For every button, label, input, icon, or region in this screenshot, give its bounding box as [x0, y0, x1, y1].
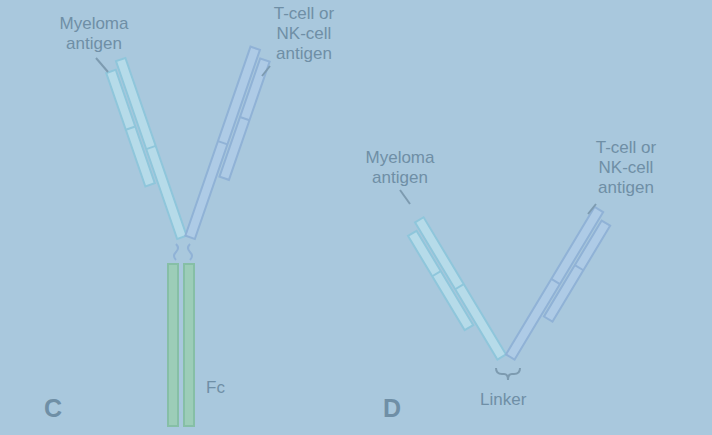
panel-letter: D: [383, 394, 413, 422]
leader-line: [262, 66, 270, 76]
fc-chain: [168, 264, 178, 426]
hinge-mark: [174, 244, 178, 260]
linker-brace: [496, 368, 520, 380]
antigen-label: T-cell or NK-cell antigen: [584, 138, 668, 198]
leader-line: [588, 204, 596, 214]
antigen-label: Myeloma antigen: [358, 148, 442, 188]
antigen-label: T-cell or NK-cell antigen: [262, 4, 346, 64]
antibody-arm: [185, 47, 272, 244]
fc-chain: [184, 264, 194, 426]
part-label: Linker: [480, 390, 550, 410]
leader-line: [96, 58, 108, 72]
antibody-arm: [404, 217, 506, 366]
leader-line: [400, 190, 410, 204]
antibody-arm: [506, 207, 614, 366]
hinge-mark: [188, 244, 192, 260]
panel-letter: C: [44, 394, 74, 422]
antibody-arm: [104, 58, 187, 243]
part-label: Fc: [206, 378, 246, 398]
antigen-label: Myeloma antigen: [52, 14, 136, 54]
